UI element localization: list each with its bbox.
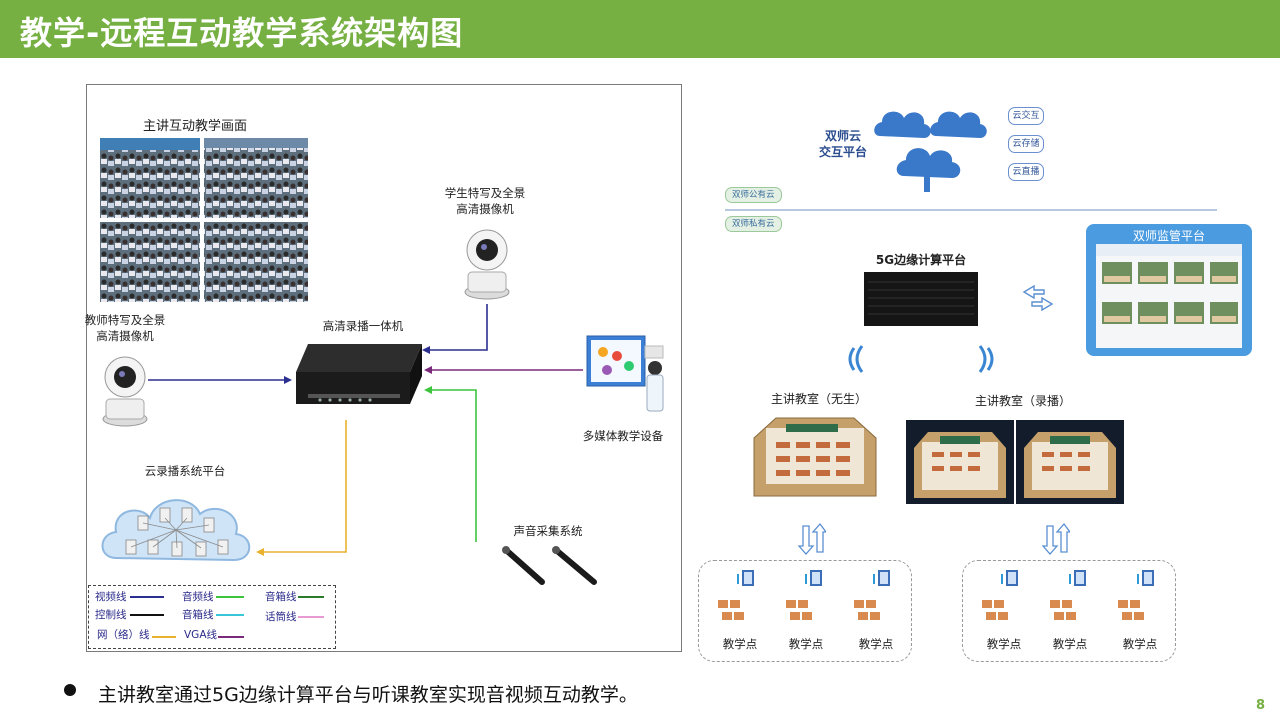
monitor-screen xyxy=(1096,244,1242,348)
public-cloud-tag: 双师公有云 xyxy=(725,187,782,203)
teaching-point-label: 教学点 xyxy=(986,637,1022,651)
classroom-recording-label: 主讲教室（录播） xyxy=(974,394,1071,408)
cloud-interaction-tag: 云交互 xyxy=(1008,107,1044,125)
legend-label: 音频线 xyxy=(182,591,214,603)
updown-arrow-icon xyxy=(1042,522,1070,555)
legend-swatch xyxy=(130,614,164,616)
legend-label: VGA线 xyxy=(184,629,218,641)
student-camera-icon xyxy=(464,229,510,300)
classroom-no-students-image xyxy=(753,417,877,497)
teaching-point-group xyxy=(698,560,912,662)
microphone-icon xyxy=(502,546,597,585)
multimedia-label: 多媒体教学设备 xyxy=(582,429,664,443)
audio-line xyxy=(430,389,477,542)
legend-label: 音箱线 xyxy=(265,591,297,603)
student-camera-video-line xyxy=(428,304,488,351)
teaching-point-icons xyxy=(718,569,1155,621)
wireless-signal-icon xyxy=(848,345,864,373)
teacher-camera-label: 教师特写及全景 高清摄像机 xyxy=(84,313,166,343)
bidirectional-arrow-icon xyxy=(1022,284,1054,312)
student-camera-label: 学生特写及全景 高清摄像机 xyxy=(444,186,526,216)
teacher-camera-icon xyxy=(102,356,148,427)
cloud-interaction-platform-label: 双师云 交互平台 xyxy=(818,129,867,159)
monitor-thumbnails xyxy=(1096,244,1242,324)
teaching-point-label: 教学点 xyxy=(722,637,758,651)
cloud-icons xyxy=(874,111,987,192)
legend-label: 话筒线 xyxy=(265,611,297,623)
legend-swatch xyxy=(298,616,324,618)
legend-swatch xyxy=(130,596,164,598)
legend-swatch xyxy=(216,596,244,598)
cloud-recording-label: 云录播系统平台 xyxy=(144,464,226,478)
classroom-video-mosaic xyxy=(100,138,308,302)
legend-label: 音箱线 xyxy=(182,609,214,621)
recorder-device-icon xyxy=(296,344,422,404)
cloud-platform-icon xyxy=(101,499,251,562)
legend-swatch xyxy=(218,636,244,638)
teaching-point-label: 教学点 xyxy=(858,637,894,651)
classroom-recording-images xyxy=(906,420,1124,504)
header-bar: 教学-远程互动教学系统架构图 xyxy=(0,0,1280,58)
teaching-point-group xyxy=(962,560,1176,662)
teaching-point-label: 教学点 xyxy=(1122,637,1158,651)
teaching-point-label: 教学点 xyxy=(788,637,824,651)
network-line xyxy=(262,420,347,553)
cloud-storage-tag: 云存储 xyxy=(1008,135,1044,153)
monitor-platform-panel: 双师监管平台 xyxy=(1086,224,1252,356)
page-title: 教学-远程互动教学系统架构图 xyxy=(20,14,464,52)
multimedia-board-icon xyxy=(586,335,664,412)
edge-server-icon xyxy=(864,272,978,326)
private-cloud-tag: 双师私有云 xyxy=(725,216,782,232)
edge-platform-label: 5G边缘计算平台 xyxy=(875,253,967,267)
legend-swatch xyxy=(216,614,244,616)
classroom-no-students-label: 主讲教室（无生） xyxy=(770,392,867,406)
legend-swatch xyxy=(152,636,176,638)
legend-label: 网（络）线 xyxy=(97,629,150,641)
recorder-label: 高清录播一体机 xyxy=(322,319,404,333)
monitor-platform-label: 双师监管平台 xyxy=(1132,229,1205,243)
legend xyxy=(88,585,336,649)
legend-label: 视频线 xyxy=(95,591,127,603)
audio-system-label: 声音采集系统 xyxy=(513,524,583,538)
cloud-divider xyxy=(725,209,1217,211)
updown-arrow-icon xyxy=(798,522,826,555)
bullet-point-icon xyxy=(64,684,76,696)
legend-label: 控制线 xyxy=(95,609,127,621)
page-number: 8 xyxy=(1256,698,1266,713)
cloud-live-tag: 云直播 xyxy=(1008,163,1044,181)
wireless-signal-icon xyxy=(978,345,994,373)
bullet-text: 主讲教室通过5G边缘计算平台与听课教室实现音视频互动教学。 xyxy=(98,684,638,706)
main-view-title: 主讲互动教学画面 xyxy=(142,119,247,134)
legend-swatch xyxy=(298,596,324,598)
teaching-point-label: 教学点 xyxy=(1052,637,1088,651)
